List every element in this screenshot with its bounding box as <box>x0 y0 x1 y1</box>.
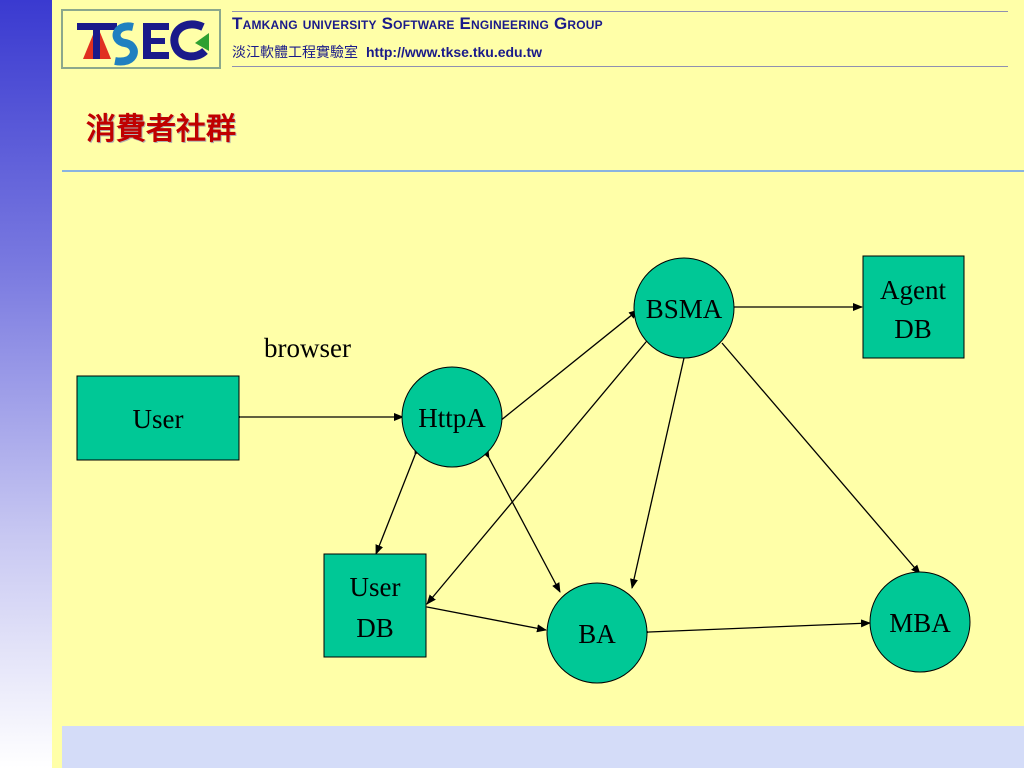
bottom-band <box>62 726 1024 768</box>
node-user: User <box>76 375 240 461</box>
org-url-link[interactable]: http://www.tkse.tku.edu.tw <box>366 44 543 60</box>
tsec-logo-graphic <box>77 20 209 66</box>
org-name-zh: 淡江軟體工程實驗室 <box>232 45 358 61</box>
side-gradient-bar <box>0 0 52 768</box>
node-ba-label: BA <box>578 619 616 649</box>
edge-bsma-ba <box>630 348 690 589</box>
header-rule-bottom <box>232 66 1008 67</box>
page-title: 消費者社群 <box>86 112 236 147</box>
node-httpa-label: HttpA <box>418 403 486 433</box>
edge-bsma-mba <box>721 342 921 575</box>
org-name: Tamkang university Software Engineering … <box>232 14 603 33</box>
node-user-db: User DB <box>323 553 427 658</box>
node-user-db-line2: DB <box>356 613 394 643</box>
node-agent-db-line2: DB <box>894 314 932 344</box>
edge-httpa-ba <box>481 448 561 593</box>
tsec-logo <box>61 9 221 69</box>
node-httpa: HttpA <box>401 366 503 468</box>
node-bsma: BSMA <box>633 257 735 359</box>
edge-userdb-ba <box>417 601 547 633</box>
node-bsma-label: BSMA <box>646 294 723 324</box>
node-ba: BA <box>546 582 648 684</box>
edge-httpa-userdb <box>375 445 423 555</box>
node-user-label: User <box>133 404 184 434</box>
node-mba-label: MBA <box>889 608 951 638</box>
node-mba: MBA <box>869 571 971 673</box>
node-user-db-line1: User <box>350 572 401 602</box>
edge-ba-mba <box>639 619 871 637</box>
browser-label: browser <box>264 333 351 363</box>
node-agent-db: Agent DB <box>862 255 965 359</box>
org-subtitle: 淡江軟體工程實驗室 http://www.tkse.tku.edu.tw <box>232 42 542 62</box>
title-rule <box>62 170 1024 172</box>
header-rule-top <box>232 11 1008 12</box>
edge-bsma-userdb <box>426 332 655 605</box>
edge-httpa-bsma <box>490 309 639 430</box>
node-agent-db-line1: Agent <box>880 275 946 305</box>
